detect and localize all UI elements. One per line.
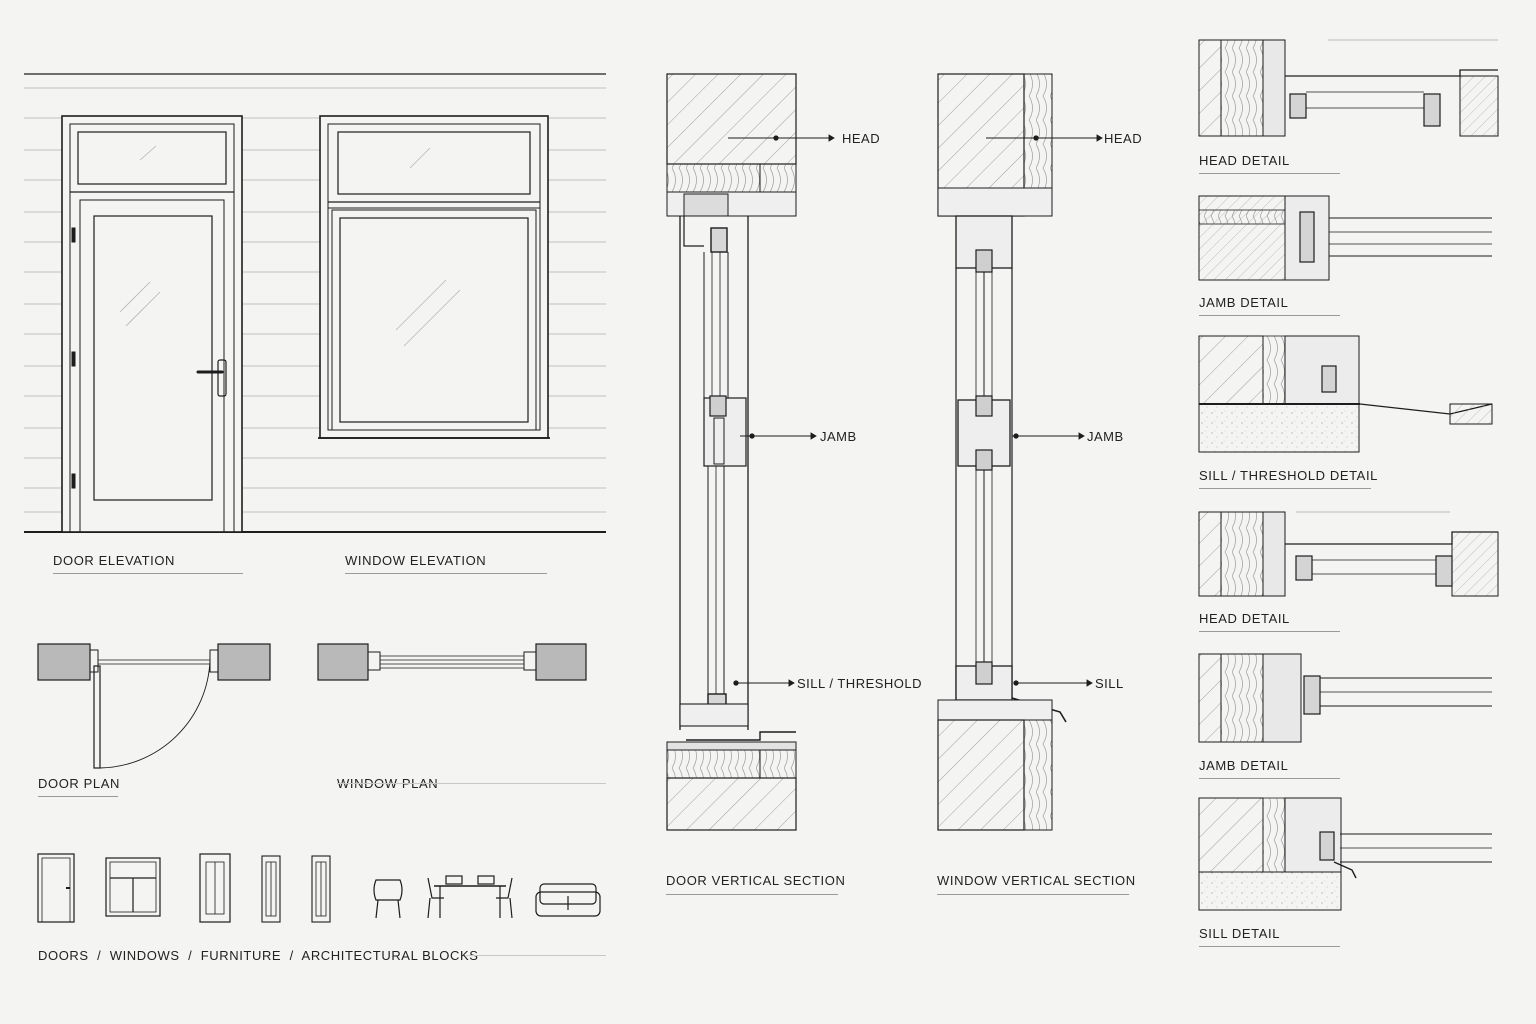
door-elevation-label: DOOR ELEVATION — [53, 553, 176, 568]
door-plan-label: DOOR PLAN — [38, 776, 120, 791]
door-sill-callout: SILL / THRESHOLD — [797, 676, 922, 691]
divider — [53, 573, 243, 574]
blocks-label: DOORS / WINDOWS / FURNITURE / ARCHITECTU… — [38, 948, 479, 963]
sill-detail-drawing — [1198, 797, 1492, 911]
head-detail-drawing — [1198, 39, 1499, 137]
door-section-drawing — [666, 73, 797, 831]
divider — [1199, 173, 1340, 174]
divider — [337, 783, 606, 784]
divider — [1199, 778, 1340, 779]
divider — [1199, 315, 1340, 316]
window-head-callout: HEAD — [1104, 131, 1142, 146]
window-jamb-callout: JAMB — [1087, 429, 1124, 444]
head-detail-label-2: HEAD DETAIL — [1199, 611, 1290, 626]
jamb-detail-drawing — [1198, 195, 1492, 281]
divider — [666, 894, 838, 895]
dining-set-icon — [427, 875, 513, 919]
divider — [1199, 488, 1371, 489]
window-vertical-section-label: WINDOW VERTICAL SECTION — [937, 873, 1136, 888]
head-detail-label: HEAD DETAIL — [1199, 153, 1290, 168]
jamb-detail-label-2: JAMB DETAIL — [1199, 758, 1289, 773]
head-detail-drawing-2 — [1198, 511, 1499, 597]
callout-leaders — [728, 134, 1103, 687]
door-head-callout: HEAD — [842, 131, 880, 146]
jamb-block-icon — [261, 855, 281, 923]
divider — [1199, 946, 1340, 947]
window-section-drawing — [937, 73, 1067, 831]
window-sill-callout: SILL — [1095, 676, 1124, 691]
divider — [38, 796, 118, 797]
elevation-drawing — [24, 73, 606, 533]
divider — [1199, 631, 1340, 632]
sill-detail-label: SILL DETAIL — [1199, 926, 1281, 941]
jamb-detail-label: JAMB DETAIL — [1199, 295, 1289, 310]
window-elevation-label: WINDOW ELEVATION — [345, 553, 487, 568]
jamb-block-icon-2 — [311, 855, 331, 923]
door-vertical-section-label: DOOR VERTICAL SECTION — [666, 873, 846, 888]
sill-threshold-detail-label: SILL / THRESHOLD DETAIL — [1199, 468, 1378, 483]
window-block-icon — [105, 857, 161, 917]
jamb-detail-drawing-2 — [1198, 653, 1492, 743]
plan-drawing — [37, 643, 587, 769]
chair-icon — [373, 879, 403, 919]
sill-threshold-detail-drawing — [1198, 335, 1493, 453]
door-block-icon — [37, 853, 75, 923]
divider — [345, 573, 547, 574]
door-jamb-callout: JAMB — [820, 429, 857, 444]
frame-section-block-icon — [199, 853, 231, 923]
divider — [937, 894, 1129, 895]
sofa-icon — [535, 883, 601, 917]
divider — [466, 955, 606, 956]
